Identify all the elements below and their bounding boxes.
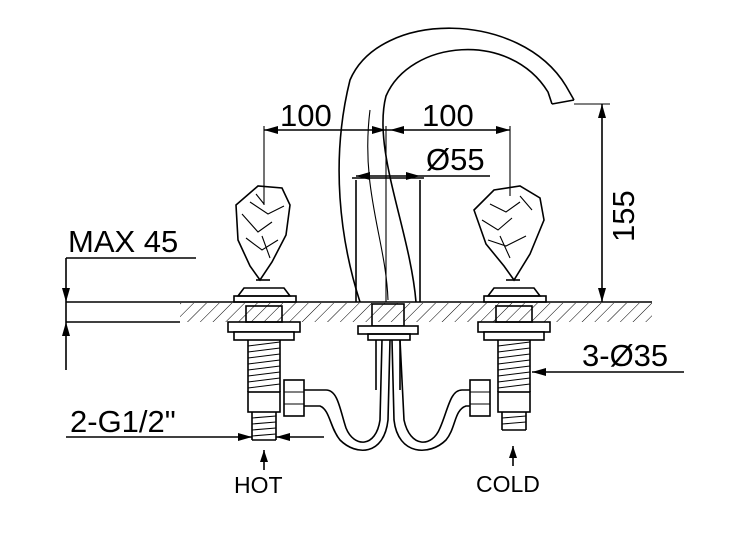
left-valve-body: [227, 305, 301, 441]
right-handle: [473, 185, 547, 303]
cold-label: COLD: [476, 471, 540, 497]
dimension-right-spacing: 100: [386, 98, 511, 196]
hole-diameter-label: 3-Ø35: [582, 338, 668, 373]
hoses: [283, 339, 491, 452]
left-spacing-label: 100: [280, 98, 332, 133]
left-handle: [233, 185, 297, 303]
dimension-hole-diameter: 3-Ø35: [532, 338, 684, 376]
connection-label: 2-G1/2": [70, 404, 176, 439]
right-valve-body: [477, 305, 551, 431]
countertop: [65, 301, 652, 323]
cold-marker: COLD: [476, 446, 540, 497]
hot-marker: HOT: [234, 450, 283, 498]
countertop-hatching: [180, 303, 652, 322]
hot-label: HOT: [234, 472, 283, 498]
dimension-connection: 2-G1/2": [66, 404, 324, 441]
dimension-left-spacing: 100: [263, 98, 387, 302]
dimension-spout-height: 155: [574, 103, 641, 302]
spout-height-label: 155: [606, 190, 641, 242]
right-spacing-label: 100: [422, 98, 474, 133]
max-thickness-label: MAX 45: [68, 224, 178, 259]
spout-diameter-label: Ø55: [426, 142, 485, 177]
dimension-spout-diameter: Ø55: [356, 142, 490, 180]
dimension-max-thickness: MAX 45: [62, 224, 196, 370]
